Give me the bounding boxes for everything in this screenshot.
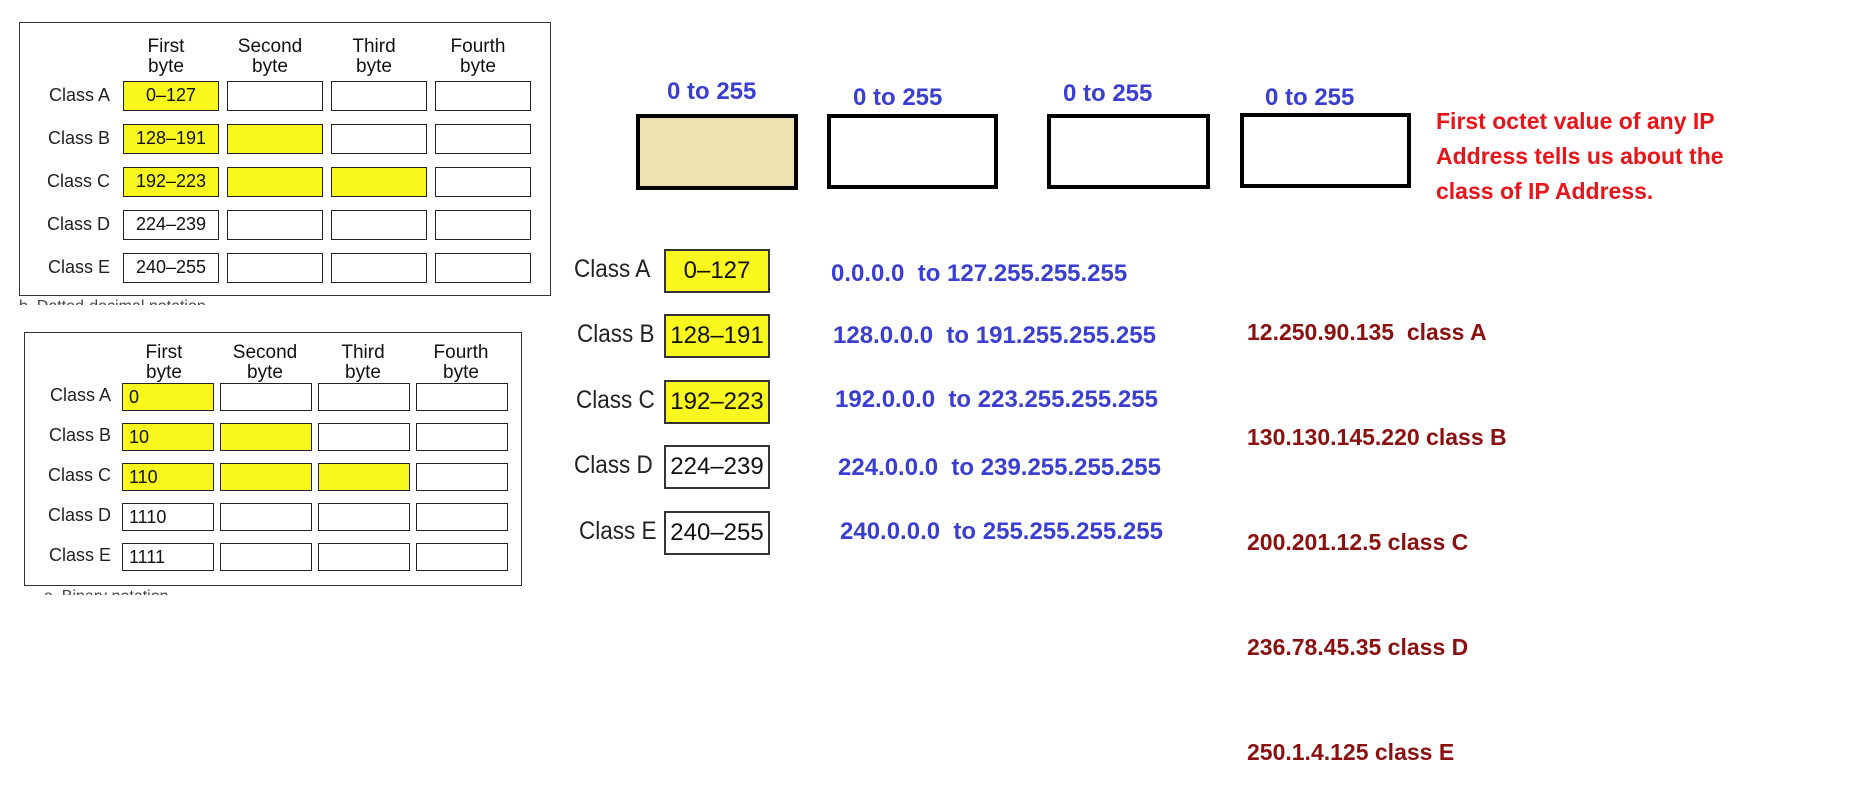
class-d-range-box: 224–239 — [664, 445, 770, 489]
class-b-range-box: 128–191 — [664, 314, 770, 358]
note-line-2: Address tells us about the — [1436, 143, 1724, 169]
row-label-class-c: Class C — [46, 171, 110, 191]
fourth-octet-box — [1240, 113, 1411, 188]
bin-cell-b-1: 10 — [122, 423, 214, 451]
bin-cell-b-2 — [220, 423, 312, 451]
example-class-c: 200.201.12.5 class C — [1247, 529, 1469, 555]
bin-cell-c-3 — [318, 463, 410, 491]
class-c-label: Class C — [576, 386, 655, 414]
bin-cell-e-4 — [416, 543, 508, 571]
octet-1-range: 0 to 255 — [667, 78, 757, 105]
cell-d-3 — [331, 210, 427, 240]
row-label-class-d: Class D — [47, 505, 111, 525]
bin-cell-a-2 — [220, 383, 312, 411]
octet-4-range: 0 to 255 — [1265, 84, 1355, 111]
bin-cell-c-2 — [220, 463, 312, 491]
class-e-full-range: 240.0.0.0 to 255.255.255.255 — [840, 518, 1163, 545]
second-octet-box — [827, 114, 998, 189]
bin-cell-e-3 — [318, 543, 410, 571]
class-c-range-box: 192–223 — [664, 380, 770, 424]
class-d-label: Class D — [574, 451, 653, 479]
cell-c-2 — [227, 167, 323, 197]
bin-cell-b-3 — [318, 423, 410, 451]
bin-cell-d-1: 1110 — [122, 503, 214, 531]
binary-caption: a. Binary notation — [44, 586, 244, 595]
cell-e-1: 240–255 — [123, 253, 219, 283]
row-label-class-a: Class A — [49, 385, 111, 405]
note-line-3: class of IP Address. — [1436, 178, 1654, 204]
class-d-full-range: 224.0.0.0 to 239.255.255.255 — [838, 454, 1161, 481]
bin-cell-a-1: 0 — [122, 383, 214, 411]
cell-a-3 — [331, 81, 427, 111]
example-class-d: 236.78.45.35 class D — [1247, 634, 1469, 660]
bin-cell-d-2 — [220, 503, 312, 531]
class-a-full-range: 0.0.0.0 to 127.255.255.255 — [831, 260, 1128, 287]
example-class-e: 250.1.4.125 class E — [1247, 739, 1455, 765]
bin-cell-a-3 — [318, 383, 410, 411]
class-b-label: Class B — [577, 320, 655, 348]
cell-a-2 — [227, 81, 323, 111]
cell-b-4 — [435, 124, 531, 154]
row-label-class-e: Class E — [48, 545, 111, 565]
class-a-label: Class A — [574, 255, 651, 283]
row-label-class-c: Class C — [47, 465, 111, 485]
dotted-decimal-caption: b. Dotted-decimal notation — [19, 296, 319, 305]
cell-c-3 — [331, 167, 427, 197]
cell-a-1: 0–127 — [123, 81, 219, 111]
example-list: 12.250.90.135 class A 130.130.145.220 cl… — [1247, 245, 1507, 805]
cell-e-3 — [331, 253, 427, 283]
cell-d-4 — [435, 210, 531, 240]
binary-caption-strip: a. Binary notation — [24, 586, 520, 596]
cell-d-2 — [227, 210, 323, 240]
cell-b-1: 128–191 — [123, 124, 219, 154]
bin-cell-e-2 — [220, 543, 312, 571]
cell-e-2 — [227, 253, 323, 283]
example-class-a: 12.250.90.135 class A — [1247, 319, 1487, 345]
class-a-range-box: 0–127 — [664, 249, 770, 293]
bin-cell-d-3 — [318, 503, 410, 531]
cell-e-4 — [435, 253, 531, 283]
cell-c-4 — [435, 167, 531, 197]
first-octet-box — [636, 114, 798, 190]
bin-cell-c-1: 110 — [122, 463, 214, 491]
class-b-full-range: 128.0.0.0 to 191.255.255.255 — [833, 322, 1156, 349]
row-label-class-b: Class B — [48, 425, 111, 445]
bin-cell-a-4 — [416, 383, 508, 411]
bin-cell-e-1: 1111 — [122, 543, 214, 571]
row-label-class-d: Class D — [46, 214, 110, 234]
row-label-class-a: Class A — [48, 85, 110, 105]
class-c-full-range: 192.0.0.0 to 223.255.255.255 — [835, 386, 1158, 413]
cell-a-4 — [435, 81, 531, 111]
bin-cell-b-4 — [416, 423, 508, 451]
cell-d-1: 224–239 — [123, 210, 219, 240]
octet-2-range: 0 to 255 — [853, 84, 943, 111]
cell-c-1: 192–223 — [123, 167, 219, 197]
dotted-decimal-caption-strip: b. Dotted-decimal notation — [19, 296, 549, 306]
bin-cell-c-4 — [416, 463, 508, 491]
class-e-label: Class E — [579, 517, 657, 545]
cell-b-3 — [331, 124, 427, 154]
note-line-1: First octet value of any IP — [1436, 108, 1715, 134]
class-e-range-box: 240–255 — [664, 511, 770, 555]
row-label-class-e: Class E — [47, 257, 110, 277]
third-octet-box — [1047, 114, 1210, 189]
cell-b-2 — [227, 124, 323, 154]
bin-cell-d-4 — [416, 503, 508, 531]
example-class-b: 130.130.145.220 class B — [1247, 424, 1507, 450]
row-label-class-b: Class B — [47, 128, 110, 148]
octet-3-range: 0 to 255 — [1063, 80, 1153, 107]
first-octet-note: First octet value of any IP Address tell… — [1436, 104, 1724, 209]
